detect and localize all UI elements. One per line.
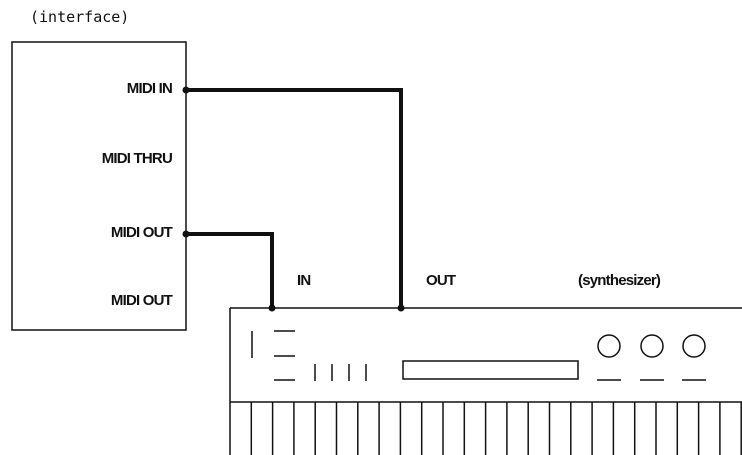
cable-midi-in-to-synth-out [186, 88, 403, 308]
synth-in-label: IN [297, 272, 311, 289]
display-screen [402, 360, 579, 380]
port-label-midi-thru: MIDI THRU [101, 150, 173, 167]
synth-out-label: OUT [426, 272, 456, 289]
knob-icon [597, 334, 621, 358]
port-label-midi-out: MIDI OUT [110, 224, 173, 241]
synth-controls [251, 330, 706, 381]
keyboard [250, 402, 742, 455]
interface-title: (interface) [30, 8, 130, 26]
interface-box [11, 41, 187, 331]
midi-in-connector [182, 86, 190, 94]
synthesizer-title: (synthesizer) [578, 272, 661, 289]
cable-midi-out-to-synth-in [186, 232, 274, 308]
knob-icon [640, 334, 664, 358]
midi-out-connector [182, 230, 190, 238]
port-label-midi-out-2: MIDI OUT [110, 292, 173, 309]
knob-icon [682, 334, 706, 358]
port-label-midi-in: MIDI IN [126, 80, 173, 97]
